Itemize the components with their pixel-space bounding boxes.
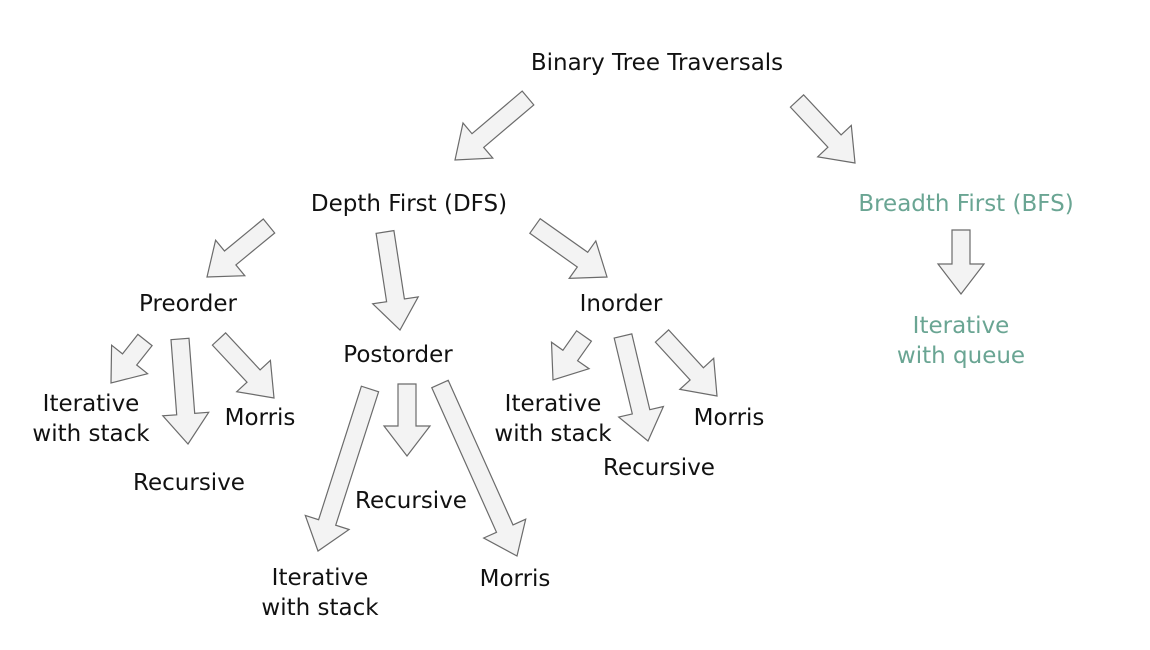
arrow-preorder-to-pre_morris	[211, 332, 275, 399]
arrow-dfs-to-preorder	[206, 218, 276, 278]
node-bfs-iterative-line1: Iterative	[912, 313, 1010, 339]
node-dfs: Depth First (DFS)	[310, 191, 508, 217]
arrow-root-to-dfs	[454, 90, 535, 161]
node-post-iterative-line1: Iterative	[271, 565, 369, 591]
node-post-iterative: Iterative with stack	[261, 563, 378, 623]
node-post-morris: Morris	[479, 566, 551, 592]
node-postorder: Postorder	[343, 342, 453, 368]
node-bfs: Breadth First (BFS)	[858, 191, 1074, 217]
node-preorder: Preorder	[139, 291, 237, 317]
node-root: Binary Tree Traversals	[530, 50, 784, 76]
arrow-postorder-to-post_iterative	[304, 385, 380, 552]
arrow-preorder-to-pre_recursive	[161, 337, 210, 445]
arrow-inorder-to-in_iterative	[550, 329, 593, 381]
node-in-recursive: Recursive	[603, 455, 715, 481]
arrow-root-to-bfs	[789, 94, 856, 164]
arrow-postorder-to-post_morris	[431, 379, 527, 557]
node-pre-morris: Morris	[224, 405, 296, 431]
arrow-inorder-to-in_morris	[654, 329, 718, 397]
node-pre-recursive: Recursive	[133, 470, 245, 496]
node-in-morris: Morris	[693, 405, 765, 431]
arrow-inorder-to-in_recursive	[613, 333, 665, 442]
node-in-iterative-line2: with stack	[494, 421, 612, 447]
node-post-iterative-line2: with stack	[261, 595, 379, 621]
node-bfs-iterative-line2: with queue	[896, 343, 1026, 369]
node-bfs-iterative: Iterative with queue	[897, 311, 1025, 371]
node-inorder: Inorder	[579, 291, 663, 317]
arrow-bfs-to-bfs_iterative	[936, 229, 986, 295]
arrow-postorder-to-post_recursive	[382, 383, 432, 457]
arrow-dfs-to-postorder	[371, 229, 420, 331]
arrow-preorder-to-pre_iterative	[110, 333, 153, 384]
node-pre-iterative: Iterative with stack	[32, 389, 149, 449]
arrow-dfs-to-inorder	[528, 217, 608, 280]
node-in-iterative: Iterative with stack	[494, 389, 611, 449]
node-post-recursive: Recursive	[355, 488, 467, 514]
node-pre-iterative-line1: Iterative	[42, 391, 140, 417]
node-in-iterative-line1: Iterative	[504, 391, 602, 417]
node-pre-iterative-line2: with stack	[32, 421, 150, 447]
